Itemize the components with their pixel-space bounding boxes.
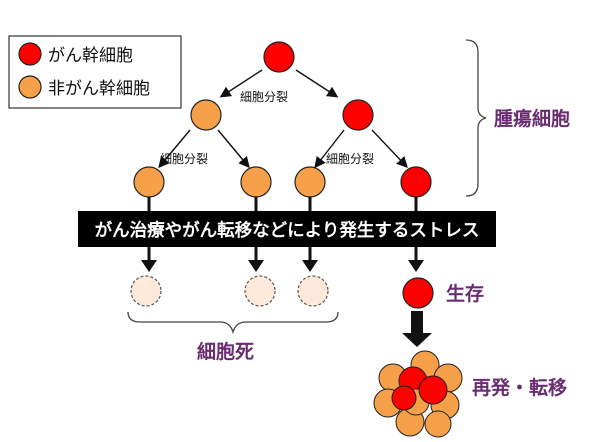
arrow-left-right <box>217 129 250 169</box>
banner-stems <box>147 197 418 211</box>
arrow-right-left <box>314 129 345 169</box>
division-label-left: 細胞分裂 <box>160 152 208 166</box>
legend: がん幹細胞 非がん幹細胞 <box>8 35 182 109</box>
dead-cell-b <box>244 275 276 307</box>
dead-cell-c <box>297 275 329 307</box>
dead-cell-a <box>130 275 162 307</box>
cancer-stem-cell-gen2 <box>400 166 432 198</box>
stress-banner-text: がん治療やがん転移などにより発生するストレス <box>95 220 480 241</box>
non-stem-cell-gen2-a <box>133 166 165 198</box>
thick-arrow-shaft <box>411 311 423 335</box>
cancer-stem-cell-root <box>263 41 295 73</box>
surviving-cancer-stem-cell <box>402 277 434 309</box>
recurrence-tumor-mass <box>373 350 463 438</box>
non-stem-cell-gen2-c <box>294 166 326 198</box>
arrow-top-right <box>295 69 339 98</box>
survival-label: 生存 <box>446 282 484 305</box>
division-label-right: 細胞分裂 <box>326 152 374 166</box>
stress-banner <box>78 211 496 247</box>
legend-cancer-stem-cell-label: がん幹細胞 <box>48 45 133 66</box>
outcome-arrows <box>141 247 424 272</box>
thick-arrow-head <box>402 333 432 347</box>
division-arrows <box>158 69 408 169</box>
arrow-right-right <box>371 129 408 169</box>
non-stem-cell-gen1 <box>190 99 222 131</box>
non-stem-cell-gen2-b <box>240 166 272 198</box>
legend-red-dot <box>18 42 42 66</box>
cell-death-brace <box>127 311 339 335</box>
recurrence-label: 再発・転移 <box>472 376 567 399</box>
arrow-left-left <box>158 129 191 169</box>
tumor-cells-label: 腫瘍細胞 <box>494 107 570 130</box>
legend-orange-dot <box>18 75 42 99</box>
cancer-stem-cell-gen1 <box>342 99 374 131</box>
cell-death-label: 細胞死 <box>197 340 254 363</box>
arrow-top-left <box>219 69 263 98</box>
legend-non-cancer-stem-cell-label: 非がん幹細胞 <box>48 78 150 99</box>
tumor-cells-bracket <box>465 39 487 197</box>
division-label-top: 細胞分裂 <box>240 90 288 104</box>
